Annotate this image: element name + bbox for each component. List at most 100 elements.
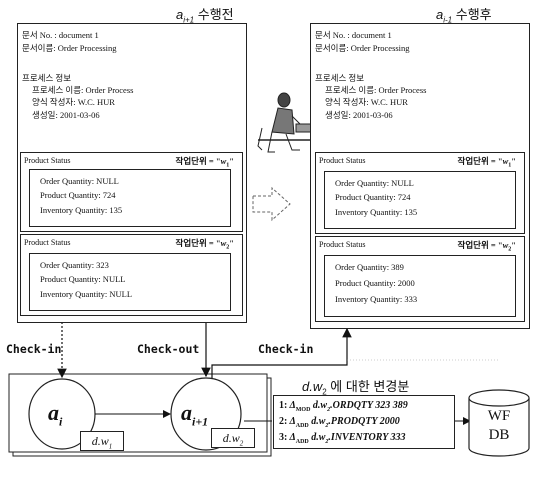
before-status1-unit-prefix: 작업단위 = " xyxy=(175,156,221,166)
change-row-num: 1: xyxy=(279,400,288,411)
dw1-sub: 1 xyxy=(108,442,113,451)
before-status2-header: Product Status xyxy=(24,238,71,247)
before-proc-info: 프로세스 정보 xyxy=(22,73,72,83)
before-doc-name: 문서이름: Order Processing xyxy=(22,43,117,53)
change-row: 1: ΔMOD d.w2.ORDQTY 323 389 xyxy=(279,400,408,413)
after-created: 생성일: 2001-03-06 xyxy=(325,110,393,120)
dw2-label: d.w2 xyxy=(211,428,255,448)
after-status1-product: Product Quantity: 724 xyxy=(335,192,411,202)
before-status1-unit-w: w xyxy=(220,156,227,166)
dw2-base: d.w xyxy=(222,431,240,445)
node-ai1-base: a xyxy=(181,400,192,425)
before-status2-unit-prefix: 작업단위 = " xyxy=(175,238,221,248)
after-author: 양식 작성자: W.C. HUR xyxy=(325,97,408,107)
after-doc-no: 문서 No. : document 1 xyxy=(315,30,392,40)
db-label-wf: WF xyxy=(487,408,511,424)
after-status2-product: Product Quantity: 2000 xyxy=(335,278,415,288)
after-doc-name: 문서이름: Order Processing xyxy=(315,43,410,53)
change-row: 2: ΔADD d.w2.PRODQTY 2000 xyxy=(279,416,400,429)
after-title-sub: i-1 xyxy=(443,15,453,25)
before-status2-inventory: Inventory Quantity: NULL xyxy=(40,289,133,299)
node-ai1-label: ai+1 xyxy=(181,400,208,429)
before-status2-values: Order Quantity: 323 Product Quantity: NU… xyxy=(29,253,231,311)
after-title-base: a xyxy=(436,7,444,22)
before-status1-unit-sub: 1 xyxy=(226,162,230,169)
change-row-sub: 2 xyxy=(325,423,329,429)
change-row-num: 3: xyxy=(279,432,288,443)
after-status1-unit-w: w xyxy=(502,156,509,166)
after-status2-inventory: Inventory Quantity: 333 xyxy=(335,294,418,304)
doc-before: 문서 No. : document 1 문서이름: Order Processi… xyxy=(17,23,247,323)
before-status2-unit-sub: 2 xyxy=(226,244,230,251)
node-ai1-sub: i+1 xyxy=(192,414,209,429)
before-created: 생성일: 2001-03-06 xyxy=(32,110,100,120)
before-status1: Product Status 작업단위 = "w1" Order Quantit… xyxy=(20,152,243,232)
after-status1-inventory: Inventory Quantity: 135 xyxy=(335,207,418,217)
change-row-target: d.w xyxy=(311,416,326,427)
wf-db-cylinder xyxy=(468,389,530,457)
after-title-text: 수행후 xyxy=(452,7,492,22)
after-status2-header: Product Status xyxy=(319,240,366,249)
checkin-right-arrow xyxy=(211,327,352,378)
after-status1-header: Product Status xyxy=(319,156,366,165)
after-status1-unit-prefix: 작업단위 = " xyxy=(457,156,503,166)
changes-heading-sub: 2 xyxy=(322,387,327,397)
after-status2-unit: 작업단위 = "w2" xyxy=(457,240,517,253)
before-title-base: a xyxy=(176,7,184,22)
changes-heading-base: d.w xyxy=(302,379,323,394)
before-title: ai+1 수행전 xyxy=(176,4,234,25)
before-doc-no: 문서 No. : document 1 xyxy=(22,30,99,40)
before-proc-name: 프로세스 이름: Order Process xyxy=(32,85,134,95)
node-ai-sub: i xyxy=(59,414,63,429)
change-row-target: d.w xyxy=(311,432,326,443)
change-row-op: MOD xyxy=(295,407,311,413)
after-status1-order: Order Quantity: NULL xyxy=(335,178,414,188)
after-status2: Product Status 작업단위 = "w2" Order Quantit… xyxy=(315,236,525,322)
after-status2-values: Order Quantity: 389 Product Quantity: 20… xyxy=(324,255,516,317)
before-status2-unit: 작업단위 = "w2" xyxy=(175,238,235,251)
change-row: 3: ΔADD d.w2.INVENTORY 333 xyxy=(279,432,406,445)
before-title-text: 수행전 xyxy=(194,7,234,22)
changes-heading-text: 에 대한 변경분 xyxy=(326,379,410,394)
dw1-base: d.w xyxy=(91,434,109,448)
before-status1-product: Product Quantity: 724 xyxy=(40,190,116,200)
db-label-db: DB xyxy=(488,427,510,443)
checkin-left-label: Check-in xyxy=(6,342,62,356)
before-status1-header: Product Status xyxy=(24,156,71,165)
dw1-label: d.w1 xyxy=(80,431,124,451)
after-status1-values: Order Quantity: NULL Product Quantity: 7… xyxy=(324,171,516,229)
changes-box: 1: ΔMOD d.w2.ORDQTY 323 389 2: ΔADD d.w2… xyxy=(273,395,455,449)
after-status2-unit-prefix: 작업단위 = " xyxy=(457,240,503,250)
before-status2-unit-w: w xyxy=(220,238,227,248)
node-ai-label: ai xyxy=(48,400,62,429)
change-row-num: 2: xyxy=(279,416,288,427)
node-ai-base: a xyxy=(48,400,59,425)
change-row-sub: 2 xyxy=(325,439,329,445)
after-status1-unit-sub: 1 xyxy=(508,162,512,169)
before-title-sub: i+1 xyxy=(183,15,195,25)
change-row-text: .ORDQTY 323 389 xyxy=(330,400,408,411)
change-row-sub: 2 xyxy=(327,407,331,413)
after-status1-unit: 작업단위 = "w1" xyxy=(457,156,517,169)
after-proc-name: 프로세스 이름: Order Process xyxy=(325,85,427,95)
transform-arrow xyxy=(252,186,291,222)
before-status1-unit: 작업단위 = "w1" xyxy=(175,156,235,169)
doc-after: 문서 No. : document 1 문서이름: Order Processi… xyxy=(310,23,530,329)
after-status2-unit-sub: 2 xyxy=(508,246,512,253)
after-status2-unit-w: w xyxy=(502,240,509,250)
after-status1: Product Status 작업단위 = "w1" Order Quantit… xyxy=(315,152,525,234)
after-title: ai-1 수행후 xyxy=(436,4,492,25)
after-proc-info: 프로세스 정보 xyxy=(315,73,365,83)
worker-illustration xyxy=(257,92,317,153)
checkin-right-label: Check-in xyxy=(258,342,314,356)
before-status2: Product Status 작업단위 = "w2" Order Quantit… xyxy=(20,234,243,316)
before-status2-order: Order Quantity: 323 xyxy=(40,260,109,270)
change-row-target: d.w xyxy=(312,400,328,411)
after-status2-order: Order Quantity: 389 xyxy=(335,262,404,272)
before-status1-values: Order Quantity: NULL Product Quantity: 7… xyxy=(29,169,231,227)
before-status2-product: Product Quantity: NULL xyxy=(40,274,126,284)
before-author: 양식 작성자: W.C. HUR xyxy=(32,97,115,107)
change-row-text: .PRODQTY 2000 xyxy=(328,416,400,427)
dw2-sub: 2 xyxy=(239,439,244,448)
